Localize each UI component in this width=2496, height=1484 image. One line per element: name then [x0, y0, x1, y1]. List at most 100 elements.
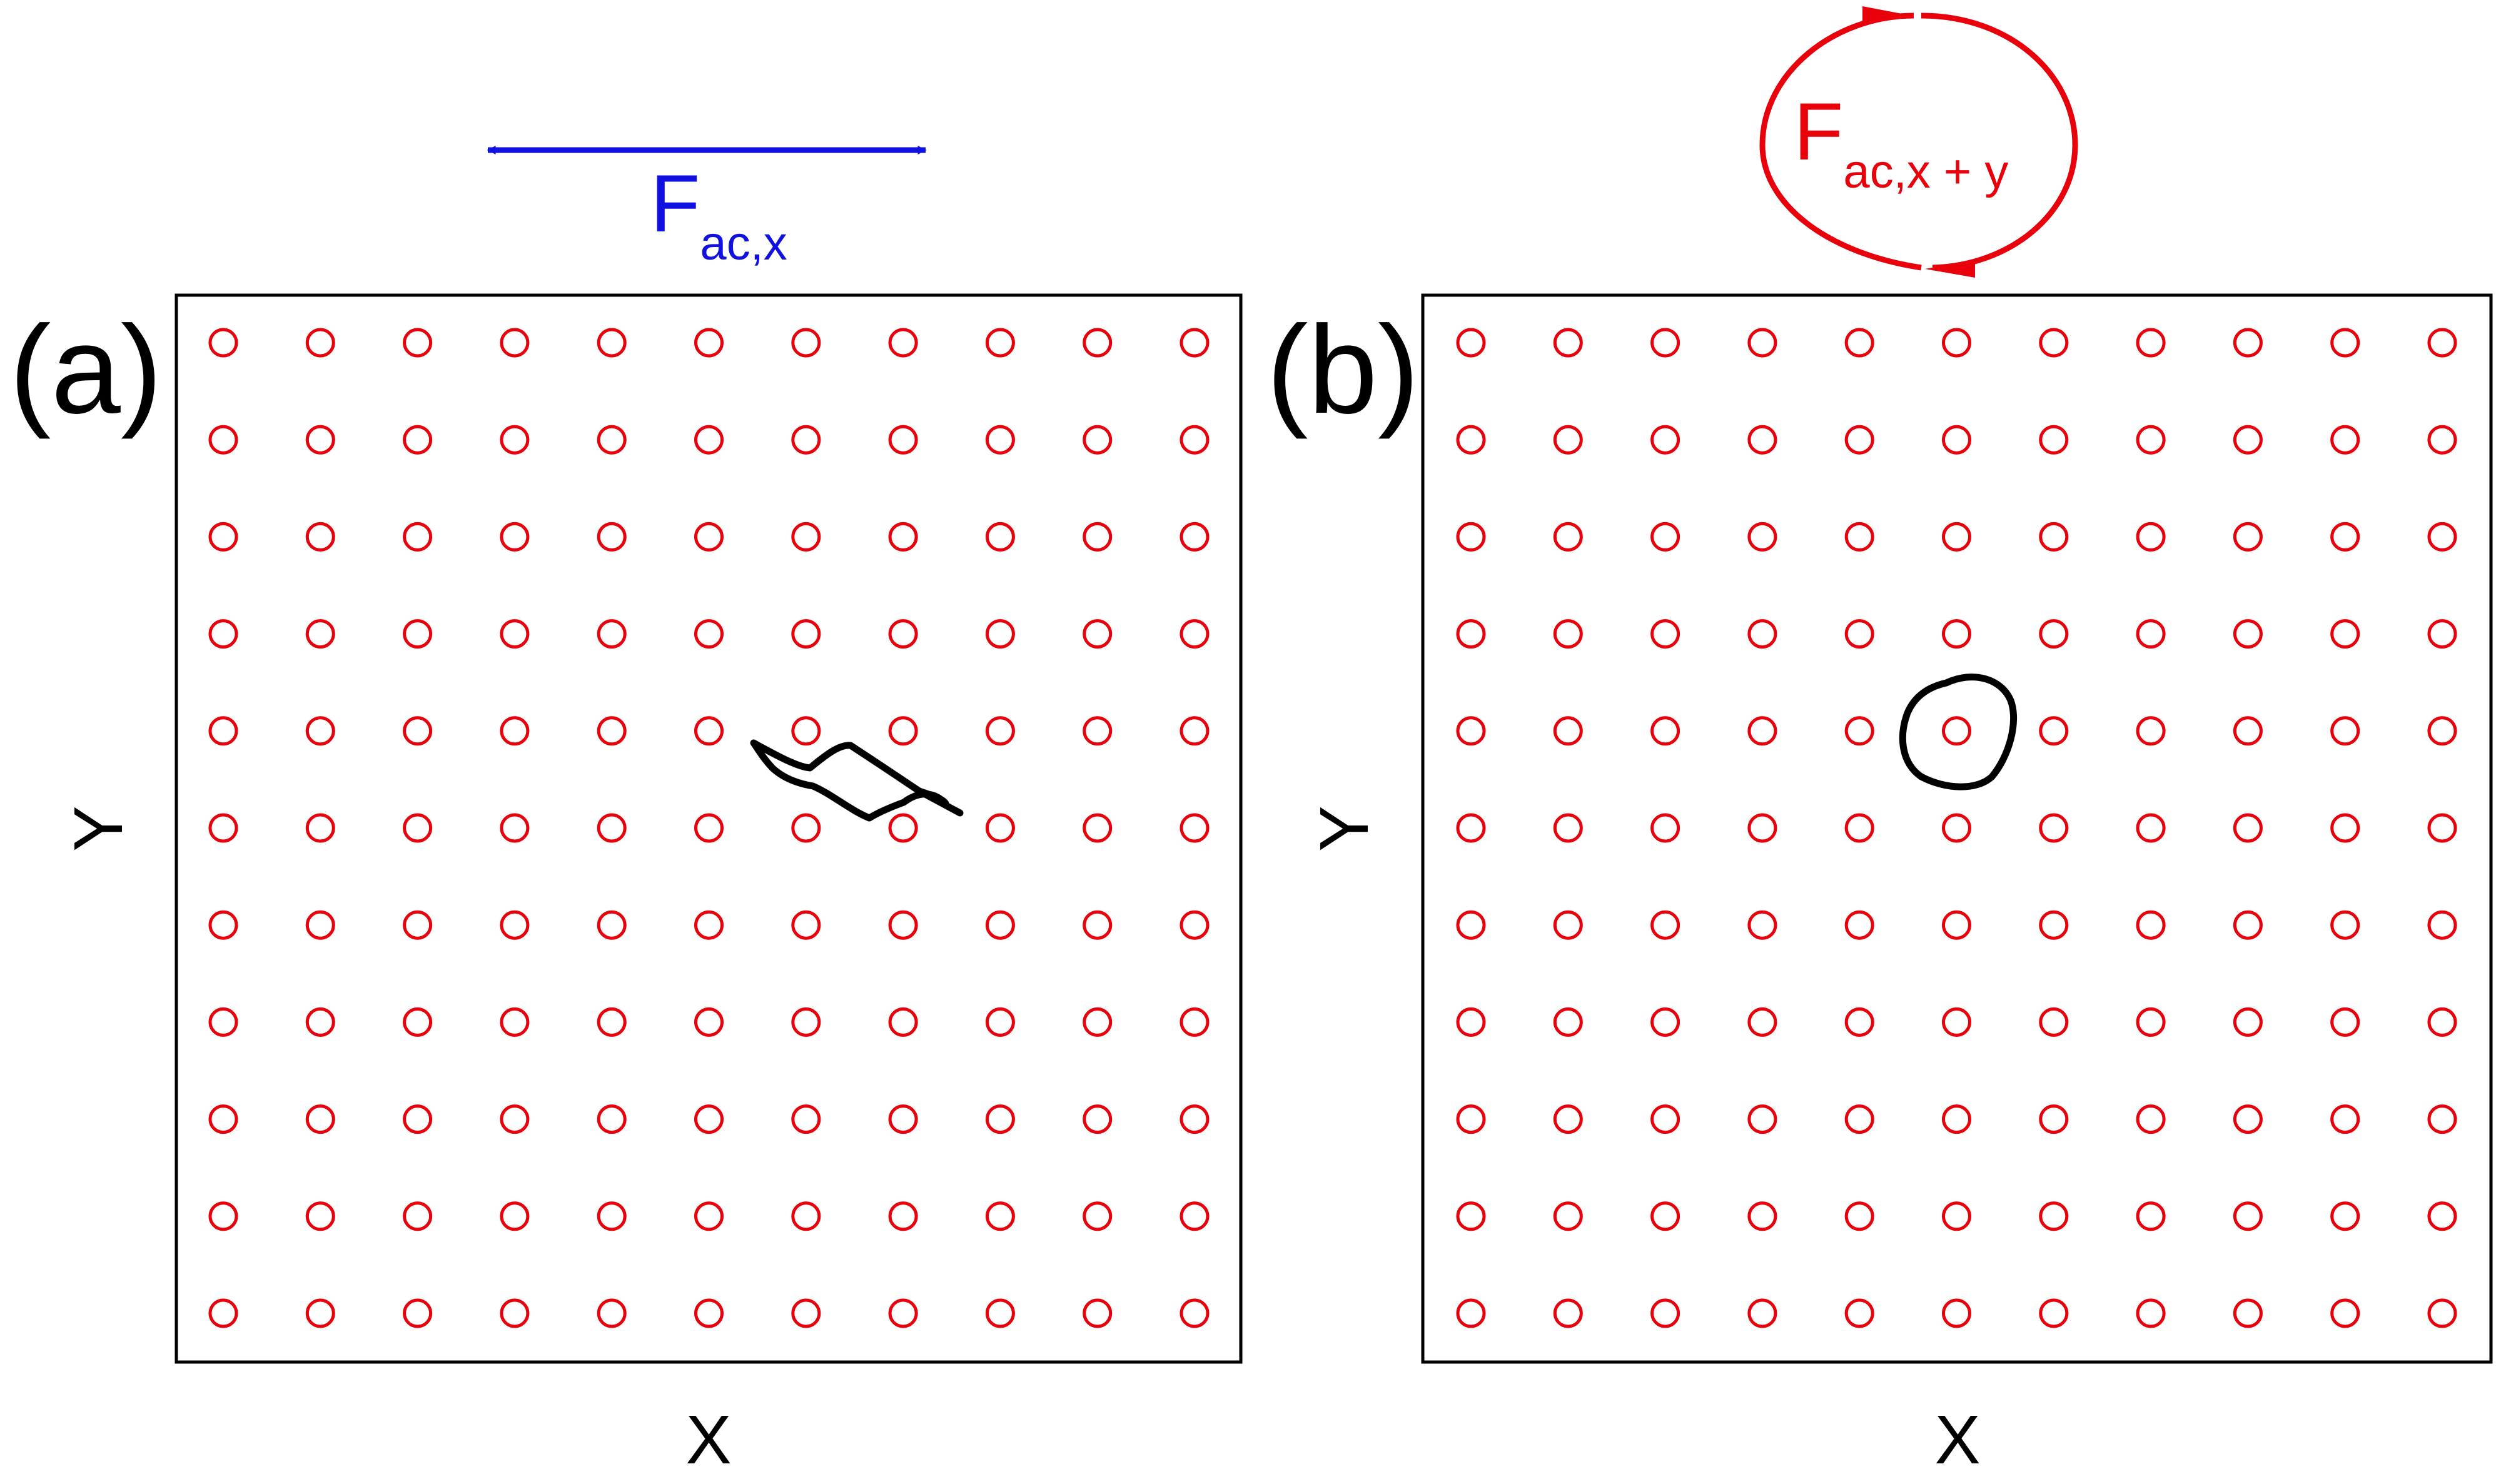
pin-site	[597, 328, 627, 358]
pin-site	[1083, 425, 1113, 455]
pin-site	[2330, 1007, 2360, 1037]
pin-site	[1942, 1007, 1971, 1037]
pin-site	[1180, 1201, 1210, 1231]
pin-site	[791, 328, 821, 358]
pin-site	[1553, 619, 1583, 649]
panel-b-pin-grid	[1456, 328, 2457, 1328]
pin-site	[985, 619, 1015, 649]
pin-site	[500, 1104, 530, 1134]
pin-site	[2427, 328, 2457, 358]
pin-site	[403, 1104, 433, 1134]
pin-site	[2039, 619, 2069, 649]
pin-site	[985, 1104, 1015, 1134]
pin-site	[403, 1201, 433, 1231]
pin-site	[2136, 1201, 2166, 1231]
pin-site	[2039, 910, 2069, 940]
pin-site	[1456, 1007, 1486, 1037]
pin-site	[694, 522, 724, 552]
pin-site	[2136, 813, 2166, 843]
pin-site	[2330, 1298, 2360, 1328]
pin-site	[597, 716, 627, 746]
pin-site	[2427, 813, 2457, 843]
pin-site	[2427, 716, 2457, 746]
pin-site	[1747, 716, 1777, 746]
pin-site	[500, 910, 530, 940]
panel-b-ylabel: Y	[1306, 805, 1383, 851]
panel-b-drive-label: Fac,x + y	[1794, 86, 2008, 198]
pin-site	[305, 813, 335, 843]
pin-site	[1844, 716, 1874, 746]
pin-site	[2039, 522, 2069, 552]
pin-site	[208, 1104, 238, 1134]
pin-site	[2427, 1104, 2457, 1134]
pin-site	[2427, 910, 2457, 940]
pin-site	[2233, 716, 2263, 746]
pin-site	[1553, 716, 1583, 746]
pin-site	[1942, 619, 1971, 649]
pin-site	[694, 619, 724, 649]
pin-site	[1650, 910, 1680, 940]
pin-site	[888, 1298, 918, 1328]
pin-site	[1456, 1104, 1486, 1134]
pin-site	[1180, 1298, 1210, 1328]
pin-site	[1650, 1104, 1680, 1134]
pin-site	[2427, 425, 2457, 455]
pin-site	[597, 1007, 627, 1037]
pin-site	[208, 716, 238, 746]
panel-b: Fac,x + y (b) X Y	[1266, 6, 2493, 1478]
pin-site	[2427, 1201, 2457, 1231]
pin-site	[500, 328, 530, 358]
panel-b-frame	[1421, 293, 2493, 1364]
pin-site	[1844, 522, 1874, 552]
pin-site	[1747, 522, 1777, 552]
pin-site	[1553, 1201, 1583, 1231]
pin-site	[403, 1298, 433, 1328]
pin-site	[1083, 716, 1113, 746]
pin-site	[1942, 1298, 1971, 1328]
pin-site	[1180, 425, 1210, 455]
pin-site	[597, 910, 627, 940]
pin-site	[1942, 1201, 1971, 1231]
pin-site	[2330, 1104, 2360, 1134]
pin-site	[2233, 1201, 2263, 1231]
pin-site	[500, 1201, 530, 1231]
pin-site	[694, 1201, 724, 1231]
pin-site	[305, 1298, 335, 1328]
pin-site	[208, 425, 238, 455]
pin-site	[1942, 328, 1971, 358]
pin-site	[1747, 910, 1777, 940]
pin-site	[1180, 813, 1210, 843]
pin-site	[1942, 522, 1971, 552]
pin-site	[985, 328, 1015, 358]
pin-site	[1747, 813, 1777, 843]
pin-site	[1553, 522, 1583, 552]
pin-site	[2136, 716, 2166, 746]
pin-site	[1747, 1007, 1777, 1037]
pin-site	[2330, 328, 2360, 358]
pin-site	[1083, 522, 1113, 552]
pin-site	[1553, 1007, 1583, 1037]
pin-site	[1747, 425, 1777, 455]
pin-site	[305, 1104, 335, 1134]
pin-site	[1456, 910, 1486, 940]
panel-a-ylabel: Y	[60, 805, 137, 851]
pin-site	[694, 1007, 724, 1037]
pin-site	[305, 619, 335, 649]
pin-site	[1942, 1104, 1971, 1134]
pin-site	[888, 910, 918, 940]
pin-site	[1083, 1201, 1113, 1231]
pin-site	[1747, 619, 1777, 649]
pin-site	[208, 328, 238, 358]
pin-site	[2330, 1201, 2360, 1231]
pin-site	[1456, 522, 1486, 552]
pin-site	[2427, 1007, 2457, 1037]
pin-site	[1650, 619, 1680, 649]
panel-a-drive-label: Fac,x	[650, 158, 787, 270]
panel-b-drive-arrowhead-top	[1862, 6, 1912, 25]
pin-site	[1553, 1298, 1583, 1328]
pin-site	[403, 425, 433, 455]
pin-site	[1180, 522, 1210, 552]
pin-site	[500, 813, 530, 843]
pin-site	[2233, 1007, 2263, 1037]
pin-site	[2039, 813, 2069, 843]
